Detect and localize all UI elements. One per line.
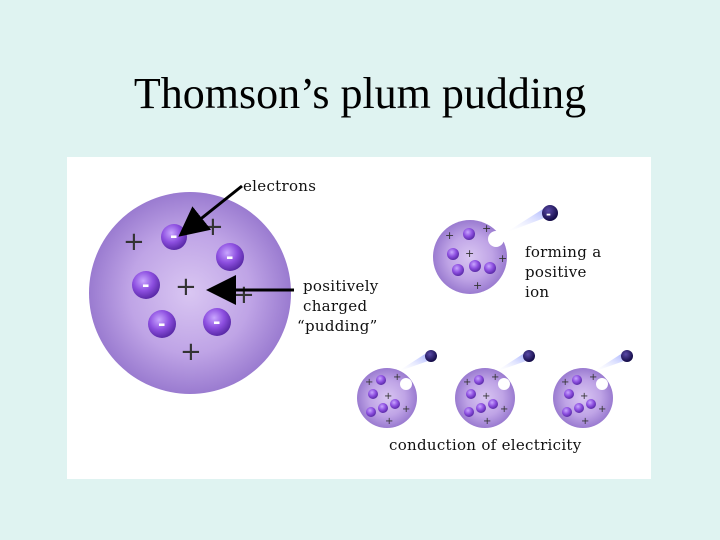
plus-sign: + bbox=[598, 404, 606, 415]
plus-sign: + bbox=[491, 372, 499, 383]
plus-sign: + bbox=[561, 377, 569, 388]
electron-hole bbox=[596, 378, 608, 390]
electron: - bbox=[203, 308, 231, 336]
electron bbox=[366, 407, 376, 417]
electron bbox=[476, 403, 486, 413]
electron-trail bbox=[593, 354, 624, 372]
plus-sign: + bbox=[463, 377, 471, 388]
electron bbox=[484, 262, 496, 274]
plus-sign: + bbox=[123, 227, 145, 257]
ion-atom: + + + + + - bbox=[433, 205, 558, 294]
minus-sign: - bbox=[213, 312, 220, 333]
plus-sign: + bbox=[581, 416, 589, 427]
plum-pudding-diagram: - - - - - + + + + + bbox=[89, 184, 633, 428]
plus-sign: + bbox=[482, 391, 490, 402]
plus-sign: + bbox=[180, 337, 202, 367]
conduction-atom: + + + + + bbox=[357, 350, 437, 428]
conduction-label: conduction of electricity bbox=[389, 436, 582, 454]
plus-sign: + bbox=[445, 229, 454, 242]
electron bbox=[376, 375, 386, 385]
free-electron bbox=[425, 350, 437, 362]
electron-trail bbox=[505, 209, 547, 233]
electron bbox=[562, 407, 572, 417]
electron-hole bbox=[488, 231, 504, 247]
electron bbox=[378, 403, 388, 413]
plus-sign: + bbox=[580, 391, 588, 402]
ion-label-line3: ion bbox=[525, 283, 550, 301]
plus-sign: + bbox=[385, 416, 393, 427]
electron bbox=[452, 264, 464, 276]
electron: - bbox=[148, 310, 176, 338]
ion-label-line2: positive bbox=[525, 263, 587, 281]
electron bbox=[464, 407, 474, 417]
minus-sign: - bbox=[158, 314, 165, 335]
electron bbox=[368, 389, 378, 399]
electron bbox=[463, 228, 475, 240]
plus-sign: + bbox=[482, 222, 491, 235]
pudding-label-line2: charged bbox=[303, 297, 368, 315]
slide-title: Thomson’s plum pudding bbox=[133, 69, 587, 118]
ion-label-line1: forming a bbox=[525, 243, 602, 261]
free-electron bbox=[621, 350, 633, 362]
pudding-label-line3: “pudding” bbox=[297, 317, 378, 335]
pudding-label-line1: positively bbox=[303, 277, 379, 295]
plus-sign: + bbox=[175, 272, 197, 302]
pudding-sphere bbox=[89, 192, 291, 394]
electron-hole bbox=[400, 378, 412, 390]
free-electron bbox=[523, 350, 535, 362]
minus-sign: - bbox=[546, 207, 551, 221]
plus-sign: + bbox=[500, 404, 508, 415]
plus-sign: + bbox=[402, 404, 410, 415]
plus-sign: + bbox=[365, 377, 373, 388]
big-atom: - - - - - + + + + + bbox=[89, 192, 291, 394]
conduction-atom: + + + + + bbox=[553, 350, 633, 428]
plus-sign: + bbox=[233, 280, 255, 310]
electron: - bbox=[216, 243, 244, 271]
electrons-label: electrons bbox=[243, 177, 317, 195]
electron-trail bbox=[397, 354, 428, 372]
electron: - bbox=[161, 224, 187, 250]
plus-sign: + bbox=[589, 372, 597, 383]
plus-sign: + bbox=[393, 372, 401, 383]
electron bbox=[469, 260, 481, 272]
electron bbox=[564, 389, 574, 399]
electron bbox=[474, 375, 484, 385]
electron bbox=[447, 248, 459, 260]
electron bbox=[586, 399, 596, 409]
electron bbox=[572, 375, 582, 385]
electron: - bbox=[132, 271, 160, 299]
conduction-atom: + + + + + bbox=[455, 350, 535, 428]
plus-sign: + bbox=[498, 252, 507, 265]
plus-sign: + bbox=[384, 391, 392, 402]
electron bbox=[488, 399, 498, 409]
electron bbox=[390, 399, 400, 409]
electron bbox=[466, 389, 476, 399]
electron-hole bbox=[498, 378, 510, 390]
electron-trail bbox=[495, 354, 526, 372]
diagram-panel: - - - - - + + + + + bbox=[67, 157, 651, 479]
minus-sign: - bbox=[226, 247, 233, 268]
plus-sign: + bbox=[465, 247, 474, 260]
electrons-arrow bbox=[178, 184, 243, 237]
minus-sign: - bbox=[142, 275, 149, 296]
minus-sign: - bbox=[170, 226, 177, 247]
plus-sign: + bbox=[483, 416, 491, 427]
plus-sign: + bbox=[473, 279, 482, 292]
free-electron bbox=[542, 205, 558, 221]
electron bbox=[574, 403, 584, 413]
